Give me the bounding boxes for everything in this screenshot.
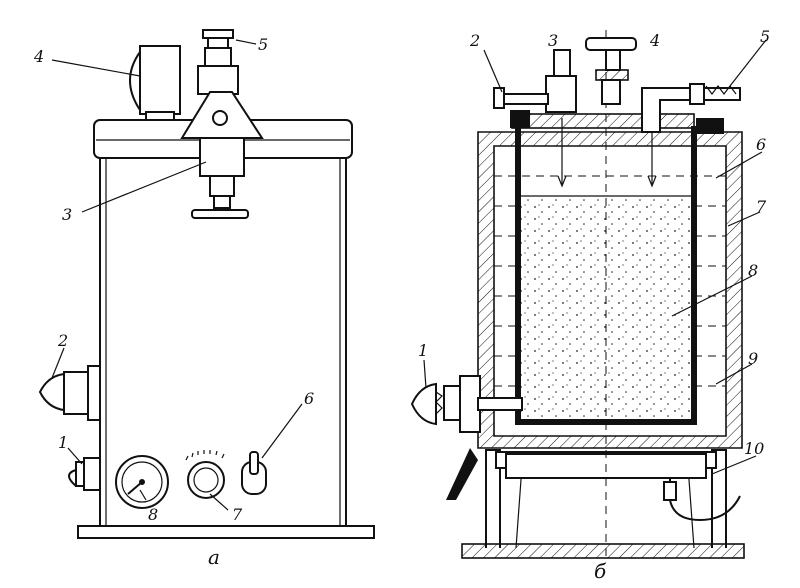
label-a-2: 2	[57, 331, 68, 350]
label-a-8: 8	[148, 505, 158, 524]
indicator-icon	[185, 450, 225, 499]
label-b-2: 2	[469, 31, 480, 50]
pressure-gauge-icon	[115, 455, 169, 509]
base-plate	[77, 525, 375, 539]
label-b-5: 5	[760, 27, 770, 46]
side-valve-icon	[38, 365, 101, 421]
label-a-1: 1	[58, 433, 68, 452]
figure-b: 2 3 4 5 6 7 8 9 10 1 б	[410, 27, 770, 583]
side-valve-icon-b	[410, 375, 523, 433]
caption-a: а	[208, 545, 220, 569]
base-plate-b	[461, 543, 745, 559]
caption-b: б	[594, 559, 607, 583]
drain-spout	[446, 448, 478, 500]
label-a-4: 4	[33, 47, 44, 66]
outlet-icon	[641, 83, 741, 188]
label-b-3: 3	[548, 31, 558, 50]
label-b-8: 8	[748, 261, 758, 280]
label-b-9: 9	[748, 349, 758, 368]
label-b-1: 1	[418, 341, 428, 360]
label-a-6: 6	[304, 389, 314, 408]
label-a-7: 7	[232, 505, 243, 524]
lamp-icon	[68, 457, 101, 491]
gauge-icon	[129, 45, 181, 121]
label-b-10: 10	[744, 439, 764, 458]
stem-icon	[493, 49, 577, 188]
figure-a: 4 5 3 2 1 8 7 6 а	[33, 29, 375, 569]
label-a-3: 3	[62, 205, 72, 224]
label-b-4: 4	[649, 31, 660, 50]
valve-icon-b	[585, 37, 637, 105]
heater-cable	[669, 478, 741, 522]
label-b-7: 7	[756, 197, 767, 216]
valve-icon	[180, 29, 264, 219]
toggle-switch-icon	[241, 451, 267, 495]
label-a-5: 5	[258, 35, 268, 54]
label-b-6: 6	[756, 135, 766, 154]
